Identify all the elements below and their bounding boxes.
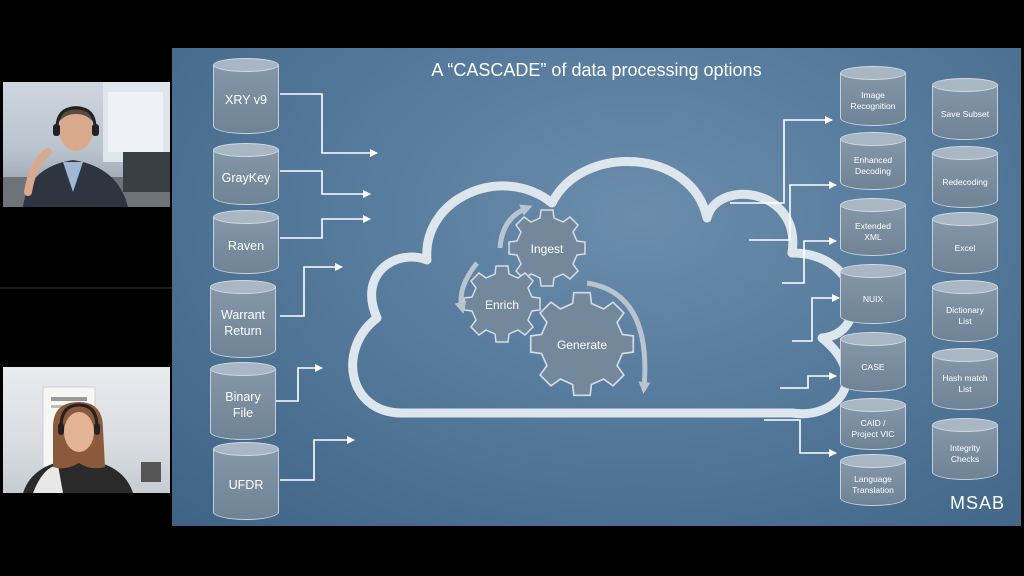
output-label: Extended XML (855, 221, 891, 242)
output-cylinder-image-recognition: Image Recognition (840, 66, 906, 126)
output-cylinder-hash-match-list: Hash match List (932, 348, 998, 410)
connector-raven (280, 215, 371, 239)
connector-extended-xml (782, 237, 837, 284)
participant-video-tile-1[interactable] (3, 82, 170, 207)
cycle-arrow-enrich (454, 261, 479, 314)
output-label: CASE (861, 361, 885, 372)
connector-binary (276, 364, 323, 402)
output-cylinder-extended-xml: Extended XML (840, 198, 906, 256)
connector-enhanced-decoding (749, 181, 837, 241)
msab-logo: MSAB (949, 493, 1005, 513)
cycle-arrow-generate (586, 280, 651, 394)
output-cylinder-nuix: NUIX (840, 264, 906, 324)
tile-divider (0, 287, 172, 289)
output-cylinder-save-subset: Save Subset (932, 78, 998, 140)
input-cylinder-raven: Raven (213, 210, 279, 274)
output-cylinder-dictionary-list: Dictionary List (932, 280, 998, 342)
output-label: Language Translation (852, 474, 894, 495)
output-label: NUIX (862, 293, 884, 304)
input-label: Raven (227, 239, 265, 254)
cycle-arrow-ingest (497, 204, 533, 249)
output-label: Image Recognition (850, 90, 896, 111)
connector-case (780, 372, 837, 389)
output-label: Dictionary List (946, 305, 984, 326)
connector-image-recognition (730, 116, 833, 204)
output-label: CAID / Project VIC (851, 418, 895, 439)
connector-xry (280, 93, 378, 157)
connector-graykey (280, 170, 371, 198)
output-label: Enhanced Decoding (853, 155, 893, 176)
input-label: UFDR (228, 478, 264, 493)
enrich-label: Enrich (484, 298, 519, 312)
connector-warrant (280, 263, 343, 317)
output-label: Redecoding (942, 176, 988, 187)
input-label: Binary File (225, 390, 261, 420)
input-cylinder-warrant-return: Warrant Return (210, 280, 276, 358)
diagram-canvas (276, 93, 858, 481)
input-label: Warrant Return (221, 308, 265, 338)
output-label: Save Subset (940, 108, 990, 119)
ingest-gear (508, 209, 586, 287)
output-cylinder-excel: Excel (932, 212, 998, 274)
output-cylinder-case: CASE (840, 332, 906, 392)
output-cylinder-redecoding: Redecoding (932, 146, 998, 208)
generate-label: Generate (556, 338, 608, 352)
participant-1-video (3, 82, 170, 207)
generate-gear (529, 291, 635, 397)
cloud-shape (348, 157, 858, 419)
shared-slide: A “CASCADE” of data processing options (172, 48, 1021, 526)
participant-video-tile-2[interactable] (3, 367, 170, 493)
connector-ufdr (280, 436, 355, 481)
connector-caid (764, 419, 837, 457)
output-cylinder-integrity-checks: Integrity Checks (932, 418, 998, 480)
output-cylinder-enhanced-decoding: Enhanced Decoding (840, 132, 906, 190)
output-cylinder-language-translation: Language Translation (840, 454, 906, 506)
output-label: Integrity Checks (949, 443, 981, 464)
output-cylinder-caid: CAID / Project VIC (840, 398, 906, 450)
enrich-gear (463, 265, 541, 343)
ingest-label: Ingest (530, 242, 564, 256)
slide-title: A “CASCADE” of data processing options (431, 60, 762, 80)
input-cylinder-ufdr: UFDR (213, 442, 279, 520)
input-cylinder-graykey: GrayKey (213, 143, 279, 205)
input-label: XRY v9 (225, 93, 267, 108)
participant-2-video (23, 386, 161, 493)
output-label: Excel (954, 242, 976, 253)
connector-nuix (792, 294, 840, 342)
output-label: Hash match List (942, 373, 988, 394)
input-label: GrayKey (221, 171, 271, 186)
input-cylinder-binary-file: Binary File (210, 362, 276, 440)
input-cylinder-xry: XRY v9 (213, 58, 279, 134)
